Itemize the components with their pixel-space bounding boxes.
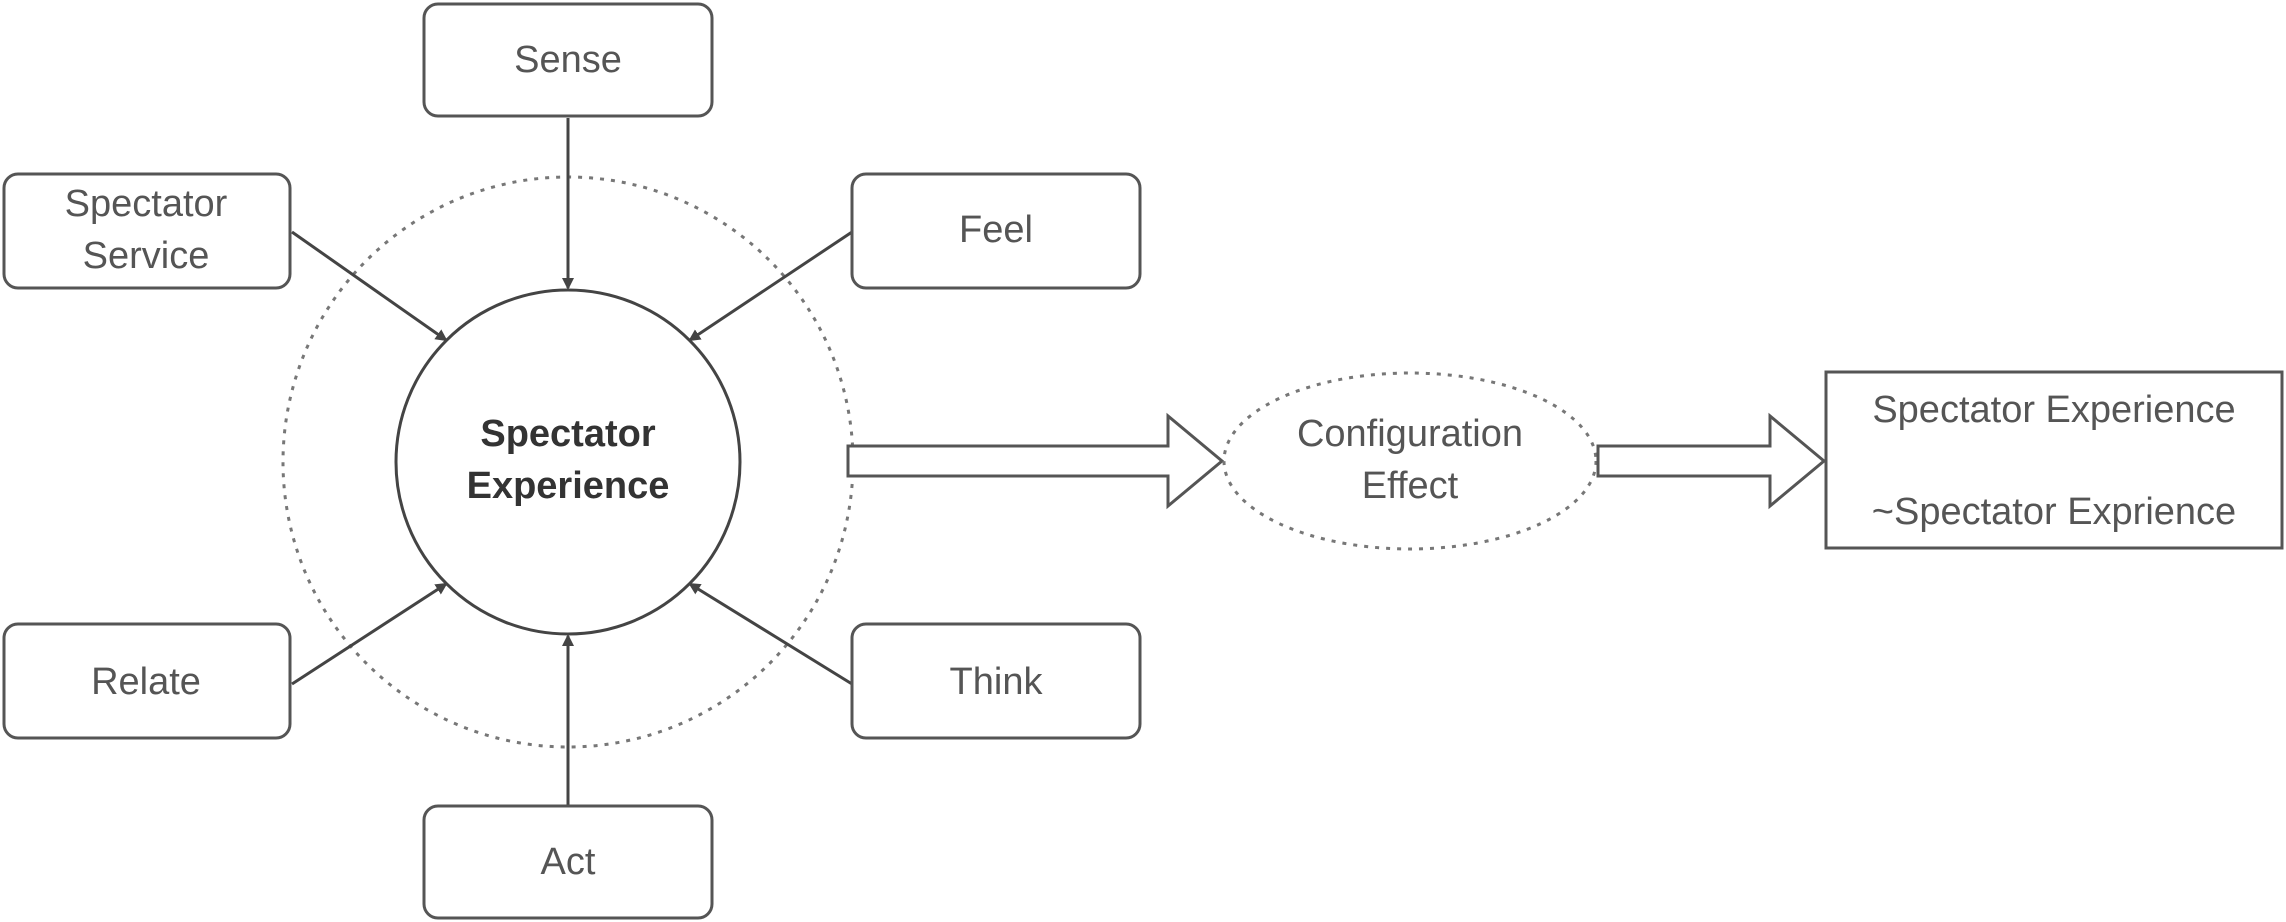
- node-sense-label: Sense: [514, 39, 622, 81]
- block-arrow-to-result: [1596, 412, 1827, 510]
- configuration-effect-line1: Configuration: [1297, 413, 1523, 455]
- node-spectator-service-line1: Spectator: [65, 183, 228, 225]
- node-spectator-service-line2: Service: [83, 235, 210, 277]
- center-label-line2: Experience: [467, 465, 670, 507]
- node-spectator-service: Spectator Service: [2, 172, 292, 290]
- node-sense: Sense: [422, 2, 714, 118]
- node-act-label: Act: [541, 841, 596, 883]
- node-relate-label: Relate: [91, 661, 201, 703]
- arrow-think-to-center: [688, 582, 853, 686]
- node-feel: Feel: [850, 172, 1142, 290]
- arrow-relate-to-center: [291, 582, 448, 686]
- node-think: Think: [850, 622, 1142, 740]
- node-relate: Relate: [2, 622, 292, 740]
- arrow-feel-to-center: [688, 230, 853, 342]
- node-result: Spectator Experience ~Spectator Exprienc…: [1824, 370, 2284, 550]
- configuration-effect-line2: Effect: [1362, 465, 1459, 507]
- center-circle: [394, 288, 742, 636]
- arrow-service-to-center: [291, 230, 448, 342]
- node-feel-label: Feel: [959, 209, 1033, 251]
- center-label-line1: Spectator: [480, 413, 655, 455]
- result-line2: ~Spectator Exprience: [1872, 491, 2236, 533]
- node-act: Act: [422, 804, 714, 920]
- block-arrow-to-configuration: [846, 412, 1225, 510]
- configuration-effect-ellipse: [1222, 371, 1598, 551]
- result-line1: Spectator Experience: [1872, 389, 2235, 431]
- node-think-label: Think: [950, 661, 1044, 703]
